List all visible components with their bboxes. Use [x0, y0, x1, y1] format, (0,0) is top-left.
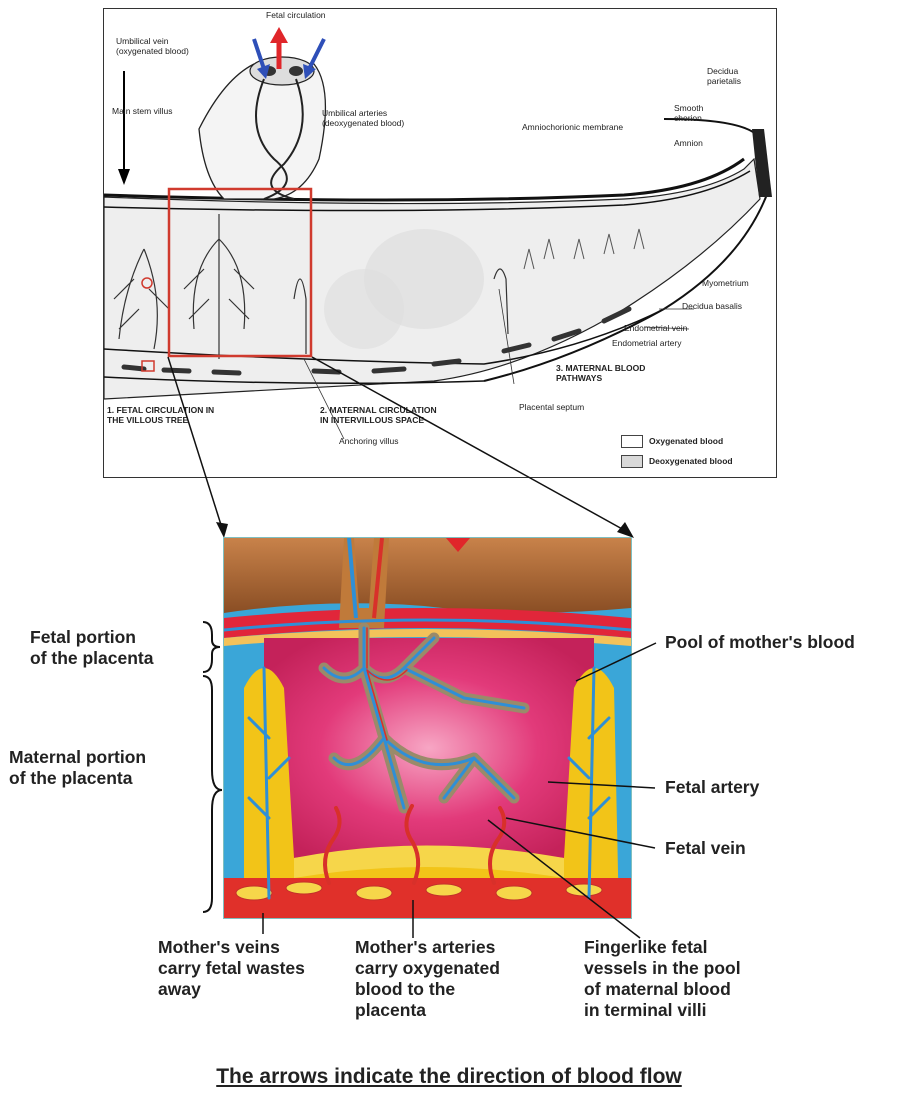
label-maternal-circulation-intervillous: 2. MATERNAL CIRCULATION IN INTERVILLOUS …	[320, 406, 437, 425]
legend-label-oxygenated: Oxygenated blood	[649, 437, 723, 447]
label-umbilical-arteries: Umbilical arteries (deoxygenated blood)	[322, 109, 404, 128]
label-myometrium: Myometrium	[702, 279, 749, 289]
legend-label-deoxygenated: Deoxygenated blood	[649, 457, 733, 467]
label-fetal-circulation-villous: 1. FETAL CIRCULATION IN THE VILLOUS TREE	[107, 406, 214, 425]
label-umbilical-vein: Umbilical vein (oxygenated blood)	[116, 37, 189, 56]
label-maternal-blood-pathways: 3. MATERNAL BLOOD PATHWAYS	[556, 364, 645, 383]
label-endometrial-artery: Endometrial artery	[612, 339, 681, 349]
label-mothers-veins: Mother's veins carry fetal wastes away	[158, 937, 305, 1000]
diagram-caption: The arrows indicate the direction of blo…	[0, 1065, 898, 1089]
label-maternal-portion: Maternal portion of the placenta	[9, 747, 146, 789]
label-amnion: Amnion	[674, 139, 703, 149]
label-placental-septum: Placental septum	[519, 403, 584, 413]
label-decidua-basalis: Decidua basalis	[682, 302, 742, 312]
top-placenta-diagram: Fetal circulation Umbilical vein (oxygen…	[103, 8, 777, 478]
label-smooth-chorion: Smooth chorion	[674, 104, 703, 123]
label-main-stem-villus: Main stem villus	[112, 107, 172, 117]
connector-arrow-left-head	[216, 522, 228, 538]
label-decidua-parietalis: Decidua parietalis	[707, 67, 741, 86]
bracket-fetal-portion	[203, 622, 220, 672]
label-mothers-arteries: Mother's arteries carry oxygenated blood…	[355, 937, 500, 1021]
label-fingerlike-vessels: Fingerlike fetal vessels in the pool of …	[584, 937, 741, 1021]
label-fetal-circulation: Fetal circulation	[266, 11, 326, 21]
label-fetal-vein: Fetal vein	[665, 838, 746, 859]
bottom-placenta-closeup	[223, 537, 632, 919]
label-fetal-portion: Fetal portion of the placenta	[30, 627, 154, 669]
label-fetal-artery: Fetal artery	[665, 777, 759, 798]
placenta-closeup-drawing	[224, 538, 631, 918]
label-endometrial-vein: Endometrial vein	[624, 324, 687, 334]
label-pool-of-mothers-blood: Pool of mother's blood	[665, 632, 855, 653]
legend-swatch-oxygenated	[621, 435, 643, 448]
legend-swatch-deoxygenated	[621, 455, 643, 468]
label-anchoring-villus: Anchoring villus	[339, 437, 399, 447]
bracket-maternal-portion	[203, 676, 222, 912]
label-amniochorionic-membrane: Amniochorionic membrane	[522, 123, 623, 133]
connector-arrow-right-head	[617, 522, 634, 538]
